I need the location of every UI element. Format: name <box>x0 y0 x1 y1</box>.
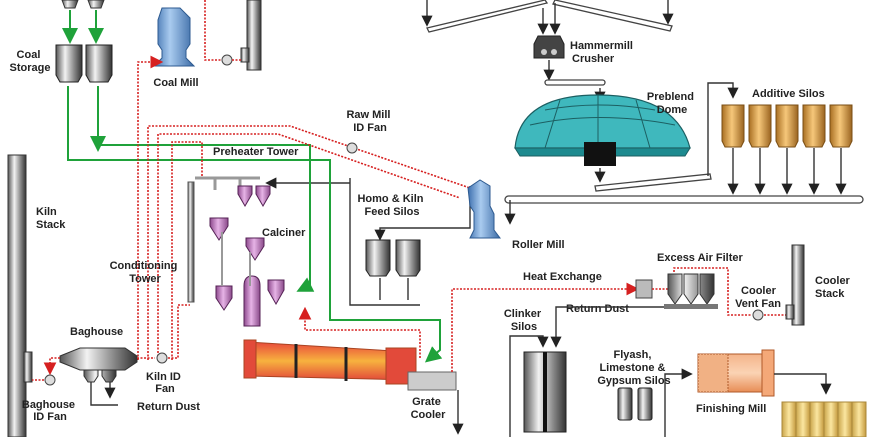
conveyor-to-dome <box>544 79 606 86</box>
coal-to-kiln-line-1 <box>67 86 331 176</box>
roller-mill <box>467 179 501 239</box>
label-finishing-mill: Finishing Mill <box>696 403 766 415</box>
label-preheater-tower: Preheater Tower <box>213 146 299 158</box>
additive-silo <box>721 104 745 148</box>
label-hammermill: Hammermill Crusher <box>570 40 636 65</box>
additive-silo <box>829 104 853 148</box>
label-cooler-vent-fan: Cooler Vent Fan <box>735 285 781 310</box>
additive-silos <box>721 104 853 195</box>
cement-silo <box>823 401 839 437</box>
additive-silo <box>802 104 826 148</box>
label-cooler-stack: Cooler Stack <box>815 275 853 300</box>
hammermill-crusher <box>533 35 565 59</box>
conveyor-dome-out <box>594 173 712 192</box>
additive-silo <box>748 104 772 148</box>
filter-to-vent-fan <box>673 267 752 316</box>
kiln-id-fan-icon <box>156 352 168 364</box>
label-flyash-silos: Flyash, Limestone & Gypsum Silos <box>597 349 670 387</box>
preheater-exhaust-line <box>171 141 203 360</box>
cooler-stack <box>785 244 805 326</box>
label-baghouse-id-fan: Baghouse ID Fan <box>22 399 78 423</box>
label-prebend-dome: Preblend Dome <box>647 91 697 116</box>
fuel-to-calciner <box>296 176 315 292</box>
to-finishing-mill <box>664 368 693 437</box>
label-kiln-id-fan: Kiln ID Fan <box>146 371 184 395</box>
coal-mill-gas-line <box>204 0 222 61</box>
label-coal-mill: Coal Mill <box>153 77 198 89</box>
hot-gas-to-coal-mill <box>137 55 164 360</box>
homo-silo-feed <box>374 186 471 241</box>
flyash-limestone-gypsum-silos <box>617 387 653 421</box>
line-to-additive-silos <box>707 82 739 176</box>
tertiary-air-duct <box>298 306 421 358</box>
label-return-dust-left: Return Dust <box>137 401 200 413</box>
cement-silo <box>851 401 867 437</box>
label-grate-cooler: Grate Cooler <box>411 396 447 421</box>
coal-to-kiln-line-2 <box>97 86 311 176</box>
clinker-feed <box>509 335 549 437</box>
finishing-mill <box>697 349 775 397</box>
baghouse-dust-out <box>90 382 118 405</box>
label-calciner: Calciner <box>262 227 306 239</box>
label-heat-exchange: Heat Exchange <box>523 271 602 283</box>
baghouse <box>59 347 138 383</box>
raw-mill-id-fan-icon <box>346 142 358 154</box>
label-roller-mill: Roller Mill <box>512 239 565 251</box>
additive-silo <box>775 104 799 148</box>
return-dust-right-line <box>550 306 664 348</box>
label-raw-mill-fan: Raw Mill ID Fan <box>346 109 393 134</box>
fuel-to-kiln <box>329 176 443 363</box>
kiln-fan-line <box>168 304 190 359</box>
cooler-vent-fan-icon <box>752 309 764 321</box>
rotary-kiln <box>243 339 417 385</box>
label-kiln-stack: Kiln Stack <box>36 206 66 231</box>
baghouse-id-fan-icon <box>44 374 56 386</box>
label-homo-silos: Homo & Kiln Feed Silos <box>357 193 426 218</box>
homo-silo-outlet <box>349 178 420 306</box>
raw-material-conveyor <box>504 195 864 204</box>
label-coal-storage: Coal Storage <box>10 49 51 74</box>
coal-mill-stack <box>240 0 262 71</box>
homo-kiln-feed-silos <box>365 239 421 277</box>
label-additive-silos: Additive Silos <box>752 88 825 100</box>
preheater-tower <box>187 176 285 327</box>
label-excess-air-filter: Excess Air Filter <box>657 252 744 264</box>
coal-mill-fan-icon <box>221 54 233 66</box>
grate-cooler <box>407 371 457 391</box>
cement-silos <box>781 401 867 437</box>
cement-silo <box>837 401 853 437</box>
crusher-conveyors <box>426 0 673 33</box>
cement-silo <box>809 401 825 437</box>
kiln-stack <box>7 154 33 437</box>
label-baghouse: Baghouse <box>70 326 123 338</box>
finishing-mill-out <box>774 373 832 395</box>
label-conditioning-tower: Conditioning Tower <box>110 260 181 285</box>
raw-mill-gas-return <box>147 125 471 360</box>
clinker-silos <box>523 351 567 433</box>
label-return-dust-right: Return Dust <box>566 303 629 315</box>
baghouse-to-idfan <box>43 357 60 376</box>
coal-hoppers-top <box>61 0 105 9</box>
heat-exchanger <box>635 279 653 299</box>
coal-mill <box>152 7 196 67</box>
prebend-dome <box>514 94 691 166</box>
cement-silo <box>795 401 811 437</box>
label-clinker-silos: Clinker Silos <box>504 308 544 333</box>
raw-mill-gas-supply <box>157 133 461 360</box>
coal-storage-silos <box>55 44 113 83</box>
excess-air-filter <box>664 273 718 309</box>
cement-silo <box>781 401 797 437</box>
